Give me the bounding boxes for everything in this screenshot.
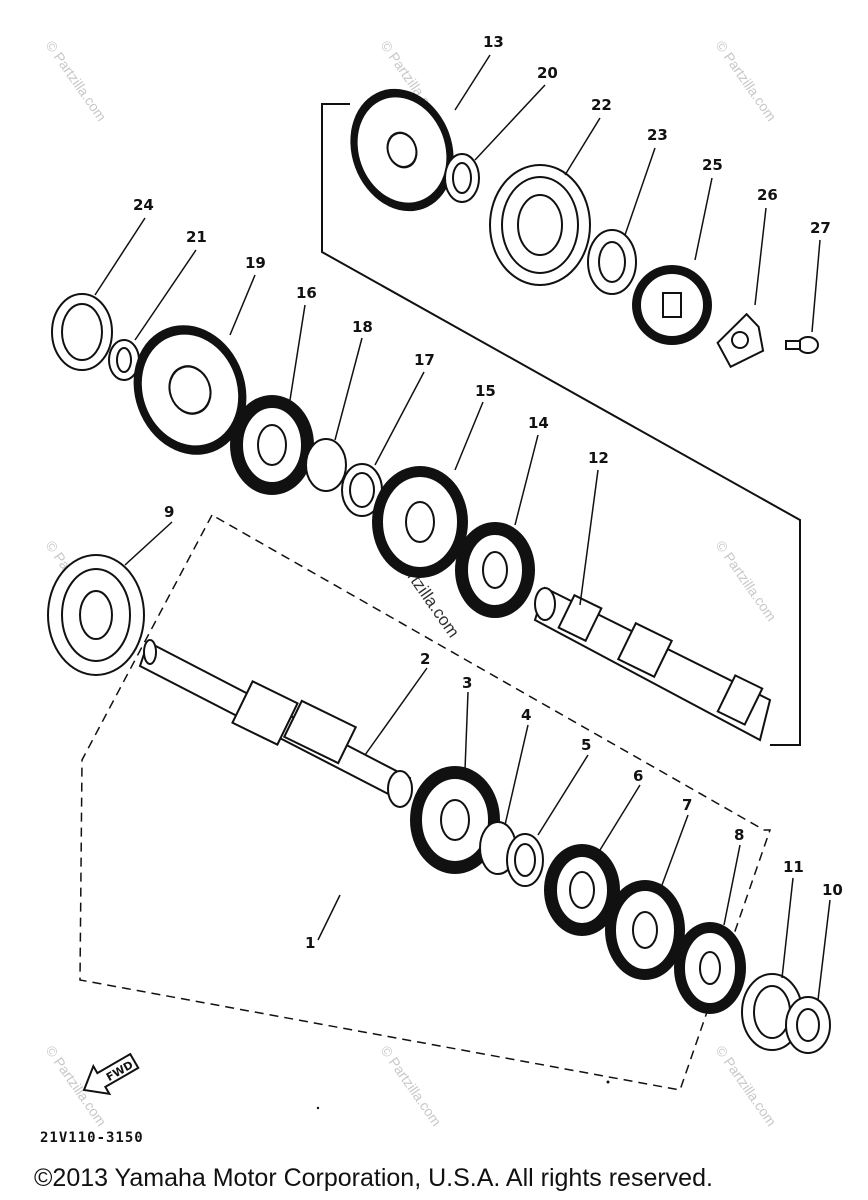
gear-14: [455, 522, 535, 618]
collar-10: [785, 996, 831, 1054]
callout-6: 6: [633, 767, 643, 785]
upper-group-outline: [321, 103, 801, 746]
callout-22: 22: [591, 96, 612, 114]
callout-4: 4: [521, 706, 531, 724]
callout-20: 20: [537, 64, 558, 82]
callout-18: 18: [352, 318, 373, 336]
callout-19: 19: [245, 254, 266, 272]
drive-axle-12: [533, 586, 772, 742]
callout-15: 15: [475, 382, 496, 400]
callout-26: 26: [757, 186, 778, 204]
bearing-24: [51, 293, 113, 371]
watermark: © Partzilla.com: [378, 1043, 445, 1129]
callout-13: 13: [483, 33, 504, 51]
callout-5: 5: [581, 736, 591, 754]
callout-9: 9: [164, 503, 174, 521]
lower-group-outline: [79, 513, 772, 1091]
callout-1: 1: [305, 934, 315, 952]
callout-7: 7: [682, 796, 692, 814]
callout-25: 25: [702, 156, 723, 174]
watermark: © Partzilla.com: [713, 38, 780, 124]
main-axle-2: [138, 639, 413, 808]
callout-2: 2: [420, 650, 430, 668]
washer-17: [341, 463, 383, 517]
gear-6: [544, 844, 620, 936]
leader-lines: [94, 54, 831, 1001]
callout-17: 17: [414, 351, 435, 369]
gear-19: [133, 325, 247, 455]
gear-15: [372, 466, 468, 578]
gear-16: [230, 395, 314, 495]
callout-27: 27: [810, 219, 831, 237]
speck: [316, 1106, 320, 1110]
bolt-27: [785, 336, 819, 354]
sprocket-25: [632, 265, 712, 345]
watermark: © Partzilla.com: [713, 1043, 780, 1129]
washer-5: [506, 833, 544, 887]
callout-10: 10: [822, 881, 843, 899]
gear-7: [605, 880, 685, 980]
callout-3: 3: [462, 674, 472, 692]
bearing-22: [489, 164, 591, 286]
drawing-code: 21V110-3150: [40, 1130, 144, 1146]
bearing-9: [47, 554, 145, 676]
gear-3: [410, 766, 500, 874]
callout-16: 16: [296, 284, 317, 302]
callout-11: 11: [783, 858, 804, 876]
speck: [606, 1080, 610, 1084]
callout-8: 8: [734, 826, 744, 844]
callout-24: 24: [133, 196, 154, 214]
washer-20: [444, 153, 480, 203]
gear-13: [350, 88, 454, 212]
callout-12: 12: [588, 449, 609, 467]
lock-washer-26: [716, 312, 765, 369]
watermark: © Partzilla.com: [43, 38, 110, 124]
copyright-notice: ©2013 Yamaha Motor Corporation, U.S.A. A…: [34, 1164, 713, 1192]
oil-seal-23: [587, 229, 637, 295]
callout-21: 21: [186, 228, 207, 246]
callout-23: 23: [647, 126, 668, 144]
callout-14: 14: [528, 414, 549, 432]
circlip-18: [305, 438, 347, 492]
gear-8: [674, 922, 746, 1014]
watermark: © Partzilla.com: [713, 538, 780, 624]
